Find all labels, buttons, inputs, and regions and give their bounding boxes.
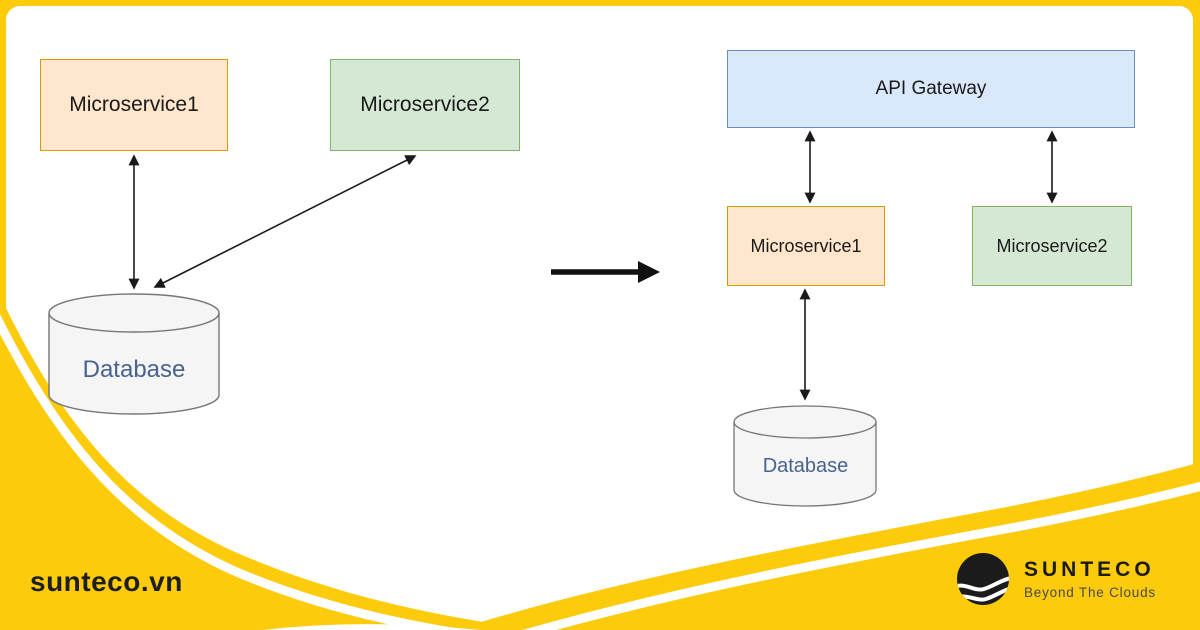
node-microservice2-after: Microservice2 [972, 206, 1132, 286]
node-label: Microservice1 [69, 93, 199, 116]
node-microservice1-before: Microservice1 [40, 59, 228, 151]
node-label: API Gateway [875, 78, 987, 99]
node-label: Microservice1 [750, 235, 862, 256]
node-label: Microservice2 [996, 235, 1108, 256]
node-microservice2-before: Microservice2 [330, 59, 520, 151]
node-microservice1-after: Microservice1 [727, 206, 885, 286]
database-cylinder-before [48, 293, 220, 415]
node-api-gateway: API Gateway [727, 50, 1135, 128]
database-label-after: Database [762, 455, 849, 477]
database-label-before: Database [82, 356, 186, 383]
node-label: Microservice2 [360, 93, 490, 116]
